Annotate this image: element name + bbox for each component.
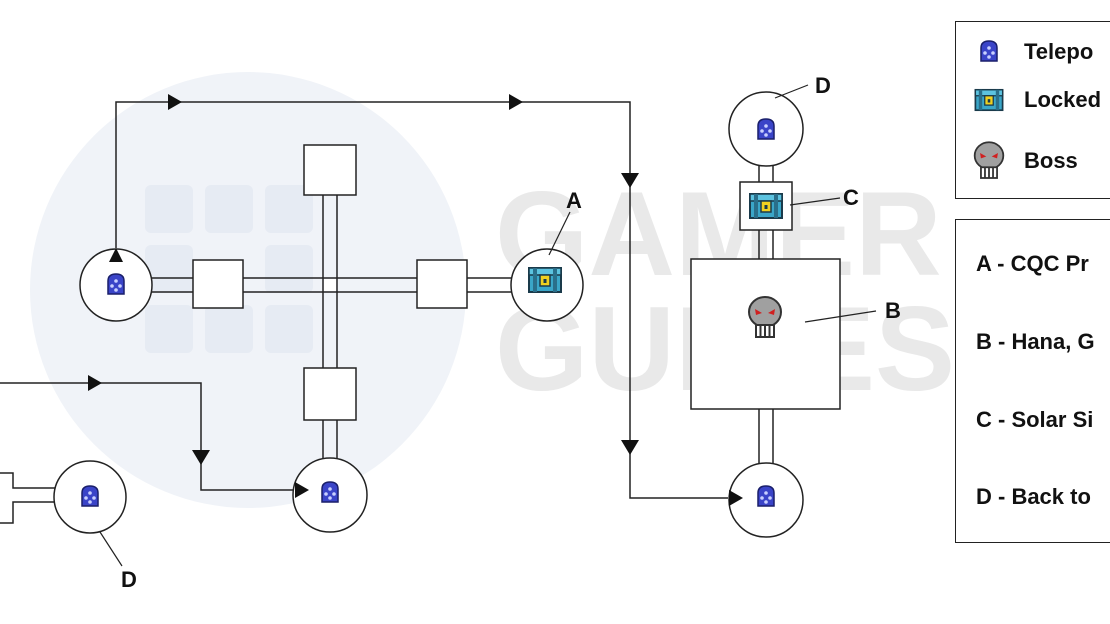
room-left [192, 259, 244, 309]
legend-key-d-text: D - Back to [976, 484, 1091, 509]
legend-key-a: A - CQC Pr [976, 251, 1089, 277]
legend-key-b: B - Hana, G [976, 329, 1095, 355]
arrow-up [109, 248, 123, 262]
legend-label-teleporter: Telepo [1024, 39, 1094, 64]
legend-keys-box: A - CQC Pr B - Hana, G C - Solar Si D - … [955, 219, 1110, 543]
boss-skull-icon [972, 138, 1006, 184]
map-label-c: C [843, 185, 859, 210]
legend-item-boss: Boss [972, 138, 1078, 184]
arrow-right-4 [88, 375, 102, 391]
arrow-right-1 [168, 94, 182, 110]
legend-label-boss: Boss [1024, 148, 1078, 173]
locked-chest-icon [528, 267, 562, 293]
legend-key-c-text: C - Solar Si [976, 407, 1094, 432]
locked-chest-icon [972, 83, 1006, 117]
teleporter-icon [81, 485, 99, 507]
legend-item-locked-chest: Locked [972, 83, 1101, 117]
map-label-a: A [566, 188, 582, 213]
map-label-d-top: D [815, 73, 831, 98]
legend-icons-box: Telepo Locked Boss [955, 21, 1110, 199]
path-top [115, 101, 728, 499]
legend-item-teleporter: Telepo [972, 35, 1093, 69]
arrow-down-1 [621, 173, 639, 188]
room-bottom [303, 367, 357, 421]
leader-lines [99, 84, 877, 567]
arrow-down-3 [192, 450, 210, 465]
arrow-right-5 [295, 482, 309, 498]
room-right [416, 259, 468, 309]
locked-chest-icon [749, 193, 783, 219]
teleporter-icon [972, 35, 1006, 69]
teleporter-icon [107, 273, 125, 295]
map-label-b: B [885, 298, 901, 323]
legend-key-a-text: A - CQC Pr [976, 251, 1089, 276]
lower-left-fragment [0, 460, 127, 534]
legend-label-locked-chest: Locked [1024, 87, 1102, 112]
teleporter-icon [757, 118, 775, 140]
map-label-d-bottom: D [121, 567, 137, 592]
path-arrows [88, 94, 743, 506]
teleporter-icon [321, 481, 339, 503]
watermark-circle [30, 72, 466, 508]
arrow-right-3 [729, 490, 743, 506]
arrow-down-2 [621, 440, 639, 455]
teleporter-icon [757, 485, 775, 507]
room-top [303, 144, 357, 196]
legend-key-c: C - Solar Si [976, 407, 1093, 433]
legend-key-b-text: B - Hana, G [976, 329, 1095, 354]
legend-key-d: D - Back to [976, 484, 1091, 510]
arrow-right-2 [509, 94, 523, 110]
